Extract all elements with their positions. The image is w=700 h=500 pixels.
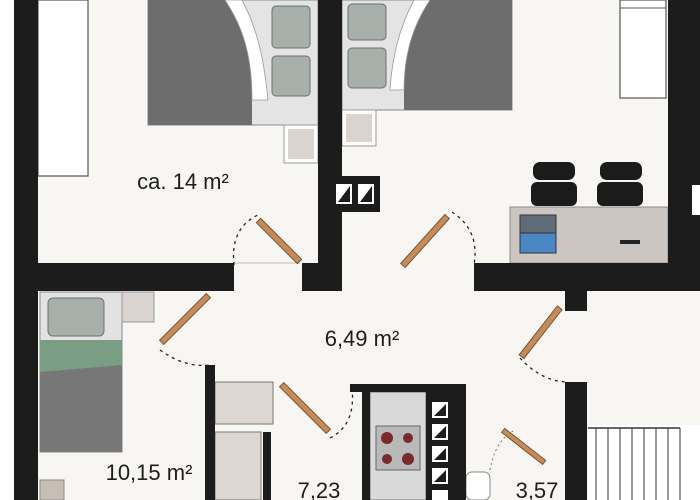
kitchen-wall-left: [205, 365, 215, 500]
double-bed-left: [147, 0, 319, 126]
outer-wall-left: [14, 0, 38, 500]
bathroom-wall-left: [460, 384, 466, 500]
door-child-room: [158, 292, 212, 367]
single-bed: [39, 291, 123, 453]
burner: [403, 433, 413, 443]
outer-wall-right: [668, 0, 700, 263]
stove: [375, 425, 421, 471]
kitchen-wall-top: [350, 384, 460, 392]
office-chair: [597, 162, 643, 206]
wardrobe: [37, 0, 89, 177]
door-bathroom: [500, 427, 547, 466]
keyboard: [620, 240, 640, 244]
kitchen-counter: [369, 391, 427, 500]
nightstand: [341, 109, 377, 147]
ventilation-icon: [432, 402, 448, 500]
hall-cabinet: [214, 381, 274, 425]
hall-cabinet: [214, 431, 262, 500]
burner: [402, 453, 414, 465]
pillow: [271, 5, 311, 49]
door-right: [518, 305, 566, 383]
toy-box: [39, 479, 65, 500]
pillow: [347, 47, 387, 89]
nightstand: [283, 124, 319, 164]
toilet: [465, 471, 491, 500]
staircase: [588, 425, 700, 500]
pillow: [47, 297, 105, 337]
bathroom-wall-right: [565, 382, 587, 500]
desk: [509, 206, 669, 264]
outside-area: [0, 0, 14, 500]
room-area-bathroom: 3,57: [516, 478, 559, 500]
shelf: [619, 0, 667, 99]
laptop-icon: [519, 214, 557, 254]
wall-stub: [302, 263, 342, 291]
door-office: [399, 211, 476, 269]
door-bedroom: [232, 214, 303, 266]
double-bed-right: [341, 0, 513, 111]
room-area-child-room: 10,15 m²: [106, 460, 193, 485]
kitchen-wall-divider: [362, 392, 370, 500]
room-area-bedroom: ca. 14 m²: [137, 169, 229, 194]
inner-wall-vertical: [318, 0, 342, 290]
burner: [382, 454, 392, 464]
wall-horizontal-right: [474, 263, 700, 291]
office-chair: [531, 162, 577, 206]
pillow: [271, 55, 311, 97]
nightstand: [121, 291, 155, 323]
pillow: [347, 3, 387, 41]
burner: [381, 432, 393, 444]
shower-curve: [489, 429, 516, 471]
wall-stub-bottom-left: [263, 432, 271, 500]
ventilation-icon: [336, 184, 374, 204]
room-area-hallway: 6,49 m²: [325, 326, 400, 351]
window-wall-right: [692, 185, 700, 215]
door-kitchen: [278, 381, 354, 439]
wall-right-stub: [565, 291, 587, 311]
room-area-kitchen: 7,23: [298, 478, 341, 500]
wall-horizontal-left: [38, 263, 234, 291]
bed-blanket: [148, 0, 252, 125]
